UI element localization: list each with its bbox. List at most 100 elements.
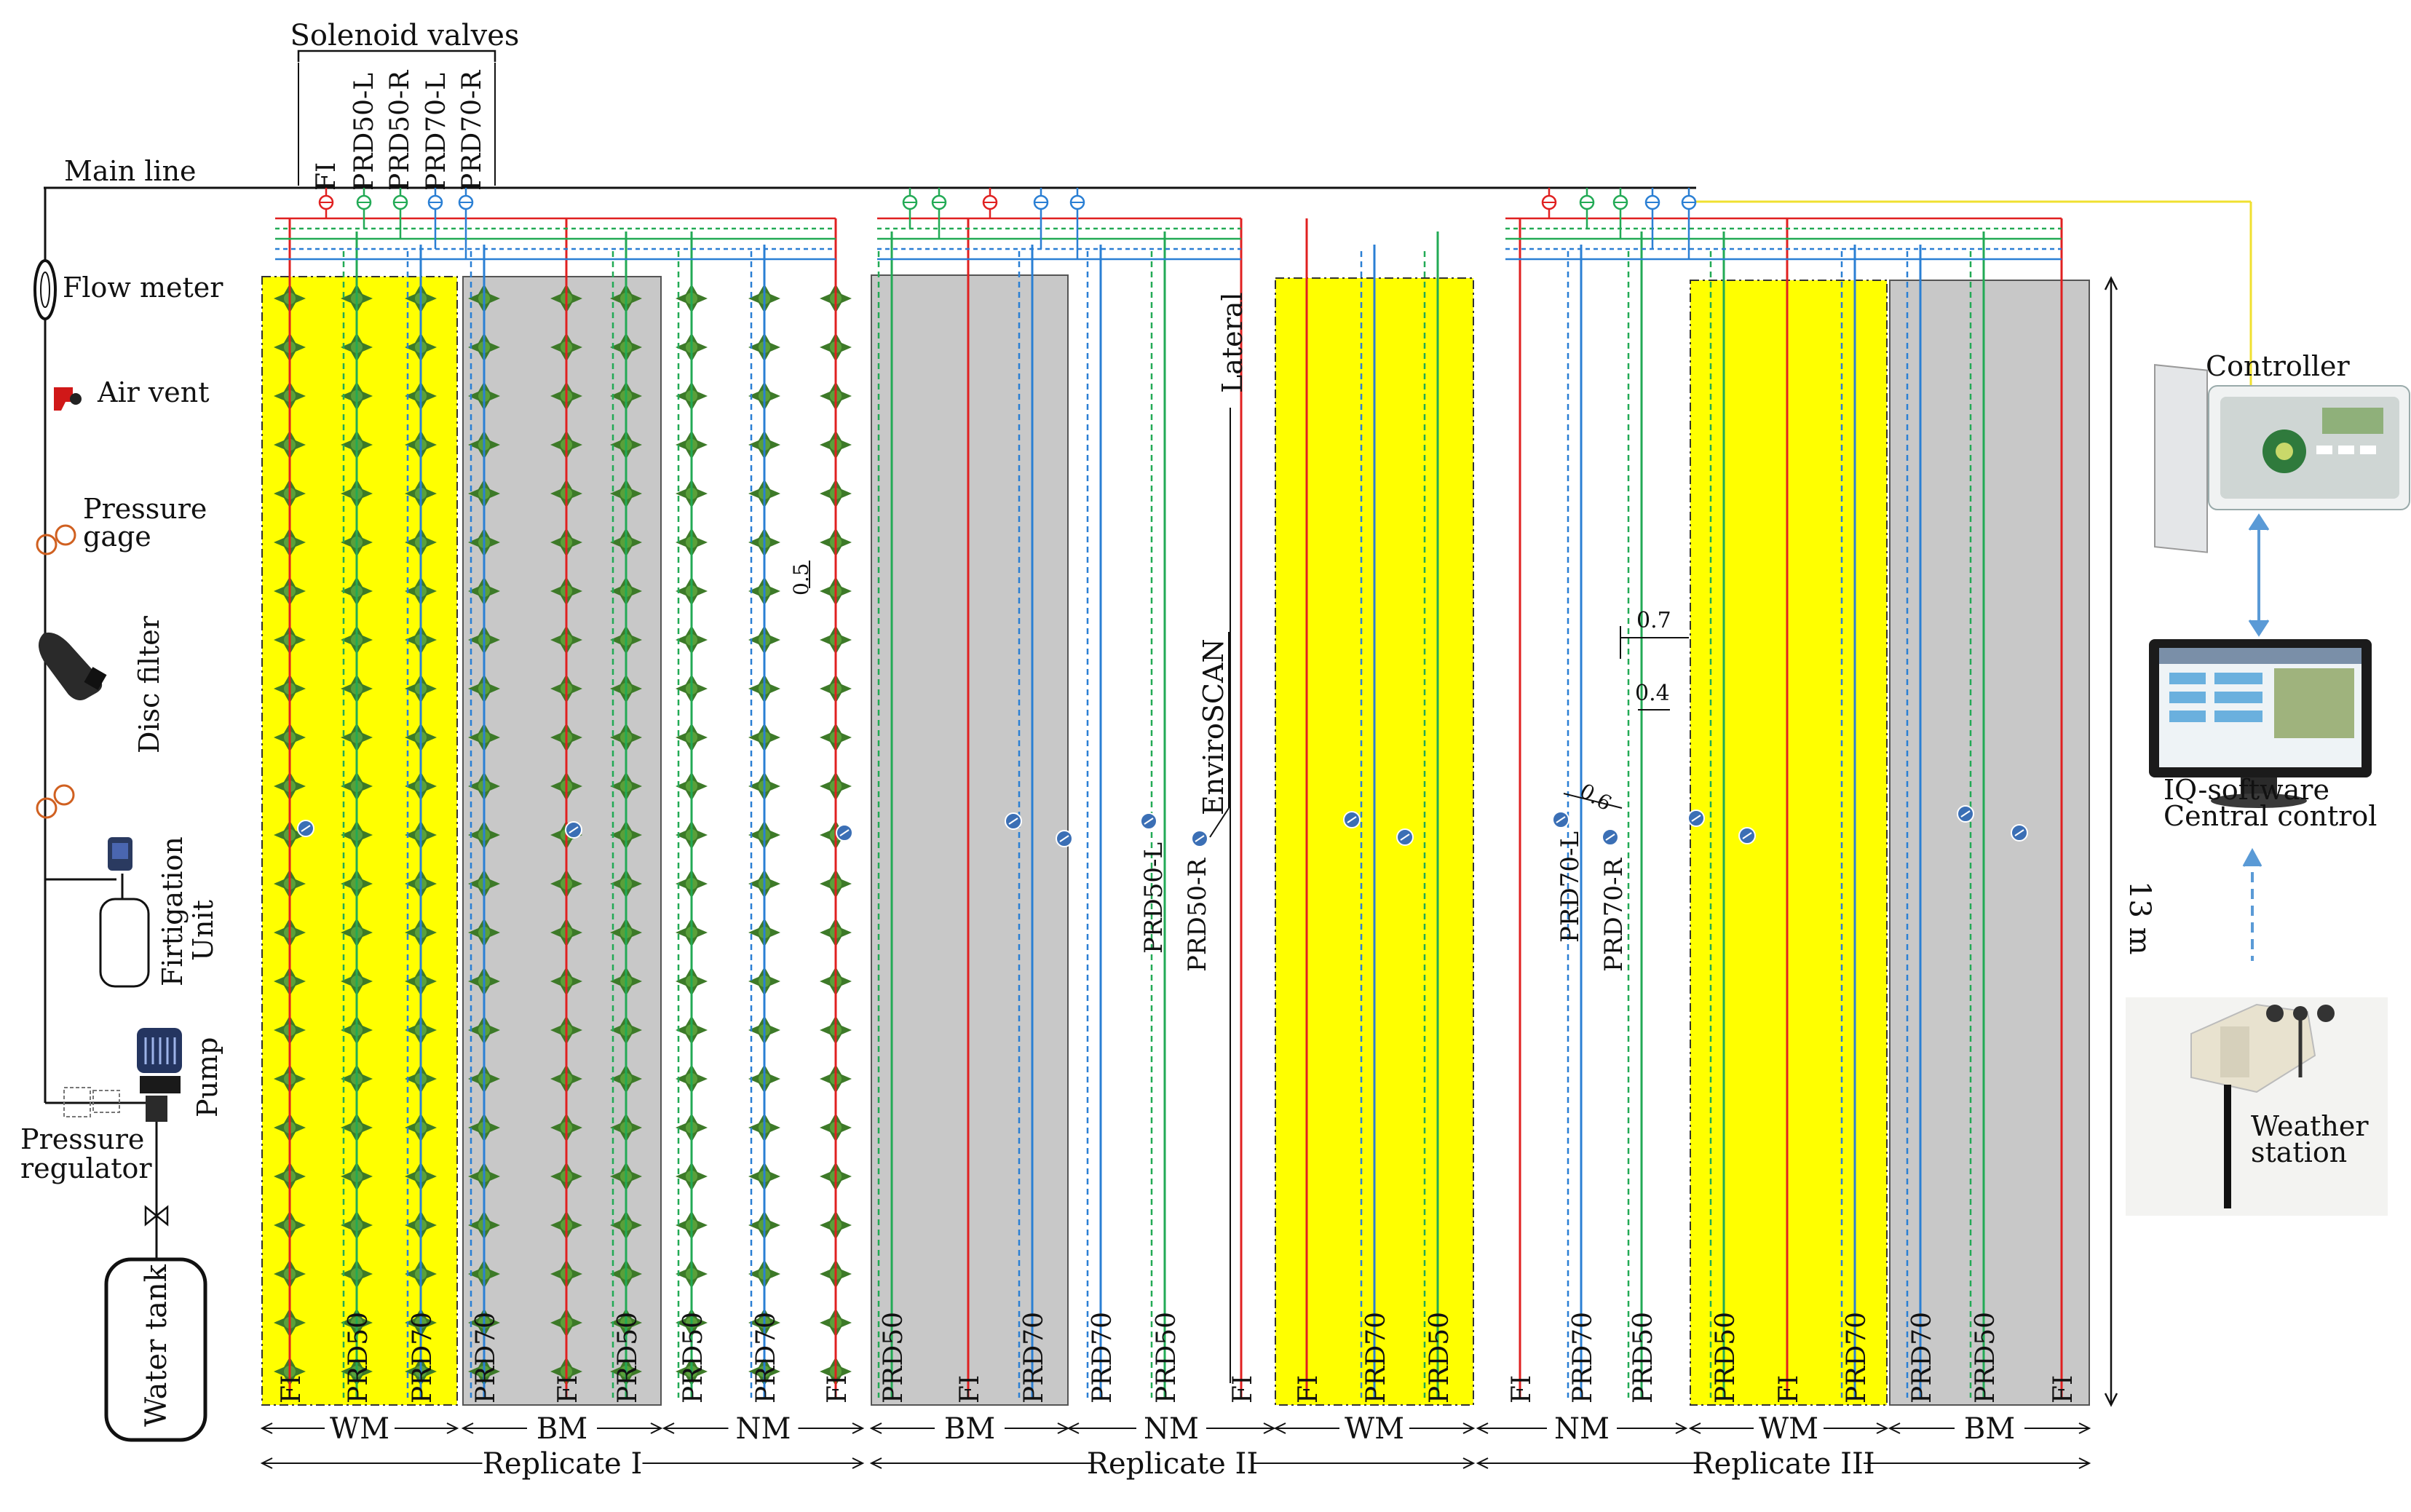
fertigation-tank-icon <box>99 898 150 988</box>
disc-filter-icon <box>39 632 103 700</box>
row-label: PRD50 <box>1425 1312 1454 1404</box>
sensor-callouts: PRD50-L PRD50-R PRD70-L PRD70-R <box>1139 831 1628 972</box>
pressure-gage-label-2: gage <box>83 521 151 553</box>
row-label: PRD50 <box>678 1312 708 1404</box>
mulch-label: WM <box>330 1412 389 1446</box>
replicate-label: Replicate III <box>1692 1447 1874 1481</box>
mulch-label: BM <box>944 1412 995 1446</box>
solenoid-valve-icon <box>427 194 443 210</box>
gauge-icon <box>36 534 58 555</box>
feeder-line <box>275 188 836 240</box>
valve-label-prd70-l: PRD70-L <box>421 73 451 191</box>
replicate-span: Replicate I <box>260 1447 865 1481</box>
sensor-label-prd50-l: PRD50-L <box>1139 842 1168 954</box>
valve-label-prd70-r: PRD70-R <box>457 70 487 191</box>
row-label: PRD70 <box>471 1312 501 1404</box>
software-label-2: Central control <box>2163 800 2377 832</box>
mulch-label: NM <box>736 1412 791 1446</box>
soil-sensor-icon <box>1687 810 1705 827</box>
feeder-line <box>877 188 1241 261</box>
lateral-line <box>342 231 358 1398</box>
row-label: PRD50 <box>344 1312 373 1404</box>
main-line-label: Main line <box>64 155 197 187</box>
lateral-line <box>1360 245 1376 1398</box>
gauge-icon <box>36 797 58 819</box>
lateral-line <box>677 231 693 1398</box>
valve-label-prd50-l: PRD50-L <box>349 73 379 191</box>
soil-sensor-icon <box>2011 824 2028 842</box>
lateral-line <box>611 231 628 1398</box>
solenoid-valve-icon <box>1681 194 1697 210</box>
disc-filter-label: Disc filter <box>133 615 165 753</box>
row-label: PRD70 <box>1907 1312 1937 1404</box>
row-label: PRD70 <box>408 1312 438 1404</box>
fertigation-label-2: Unit <box>187 900 219 961</box>
lateral-line <box>877 231 893 1398</box>
fertigation-unit: Firtigation Unit <box>99 836 219 988</box>
solenoid-valve-icon <box>392 194 408 210</box>
pressure-gage: Pressure gage <box>36 493 207 555</box>
controller-label: Controller <box>2206 350 2351 382</box>
length-dimension-label: 13 m <box>2123 881 2156 955</box>
replicate-label: Replicate I <box>483 1447 643 1481</box>
mulch-label: WM <box>1345 1412 1404 1446</box>
row-label: PRD50 <box>1971 1312 2000 1404</box>
row-label: FI <box>955 1375 985 1404</box>
row-label: FI <box>277 1375 306 1404</box>
row-label: PRD70 <box>1088 1312 1117 1404</box>
row-label: PRD50 <box>1628 1312 1658 1404</box>
soil-sensor-icon <box>1396 828 1414 846</box>
water-tank-label: Water tank <box>140 1264 173 1427</box>
mulch-span: WM <box>1688 1412 1889 1446</box>
valve <box>144 1205 169 1227</box>
solenoid-valve-icon <box>982 194 998 210</box>
mulch-span: NM <box>662 1412 865 1446</box>
laterals-layer <box>275 188 2063 1398</box>
pressure-regulator-label-1: Pressure <box>20 1123 144 1155</box>
soil-sensor-icon <box>1056 830 1073 847</box>
enviroscan-label: EnviroSCAN <box>1197 638 1230 815</box>
spacing-04-label: 0.4 <box>1635 681 1670 706</box>
soil-sensor-icon <box>297 820 314 837</box>
row-label: FI <box>1774 1375 1804 1404</box>
row-label: FI <box>1294 1375 1323 1404</box>
software-label-1: IQ-software <box>2163 774 2329 806</box>
soil-sensor-icon <box>1552 811 1569 828</box>
replicate-span: Replicate II <box>869 1447 1476 1481</box>
soil-sensor-icon <box>1140 812 1157 830</box>
pump: Pump <box>137 1028 223 1122</box>
row-label: PRD70 <box>751 1312 781 1404</box>
sensor-label-prd70-l: PRD70-L <box>1556 831 1585 943</box>
mulch-label: BM <box>1964 1412 2015 1446</box>
lateral-line <box>1627 231 1643 1398</box>
lateral-line <box>1423 231 1439 1398</box>
row-label: PRD50 <box>613 1312 643 1404</box>
solenoid-valve-icon <box>1541 194 1557 210</box>
feeder-line <box>877 188 1241 240</box>
row-label: PRD70 <box>1361 1312 1391 1404</box>
row-label: PRD70 <box>1019 1312 1049 1404</box>
mulch-label: NM <box>1144 1412 1199 1446</box>
pump-label: Pump <box>191 1037 223 1117</box>
mulch-span: NM <box>1066 1412 1276 1446</box>
weather-station: Weather station <box>2126 997 2388 1216</box>
mulch-span: WM <box>260 1412 459 1446</box>
row-label: PRD50 <box>879 1312 908 1404</box>
sensor-label-prd70-r: PRD70-R <box>1599 858 1628 972</box>
disc-filter: Disc filter <box>39 615 165 753</box>
row-label: PRD70 <box>1568 1312 1598 1404</box>
mulch-span: WM <box>1273 1412 1476 1446</box>
feeder-line <box>877 188 1241 230</box>
row-label: FI <box>1228 1375 1258 1404</box>
lateral-line <box>1567 245 1583 1398</box>
soil-sensor-icon <box>1005 812 1022 830</box>
lateral-line <box>1709 231 1725 1398</box>
row-label: FI <box>1507 1375 1537 1404</box>
solenoid-valve-icon <box>1612 194 1628 210</box>
soil-sensor-icon <box>1957 805 1974 823</box>
flow-meter-icon <box>33 259 57 320</box>
row-label: FI <box>553 1375 583 1404</box>
mulch-plots <box>261 274 2090 1406</box>
